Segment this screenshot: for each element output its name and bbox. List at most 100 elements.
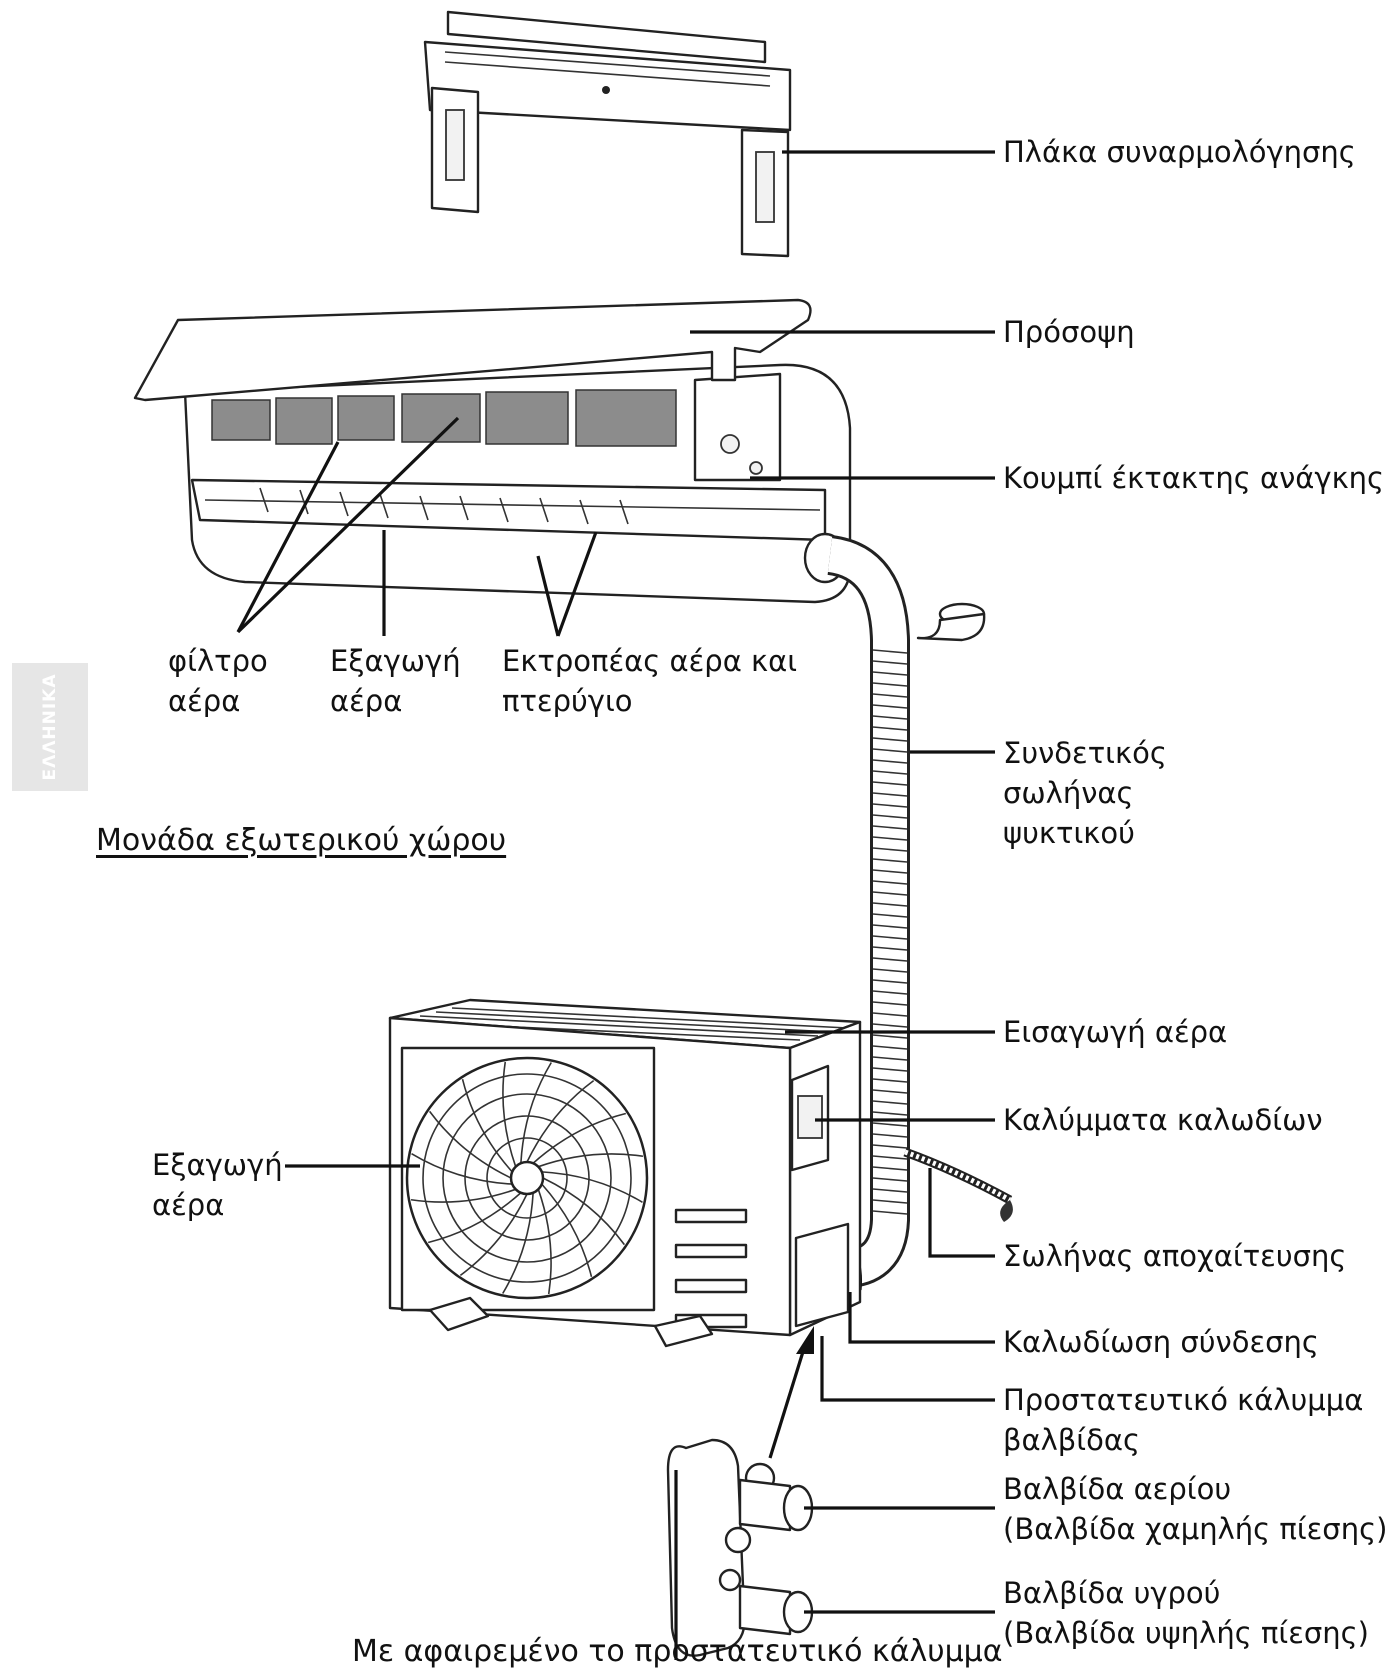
pipe-rib [872,924,908,929]
label-gas-valve-1: Βαλβίδα αερίου [1003,1472,1232,1506]
fan-grille [405,1056,649,1300]
label-refrigerant-pipe-3: ψυκτικού [1003,816,1135,850]
pipe-rib [872,814,908,819]
label-air-filter-1: φίλτρο [168,644,268,678]
pipe-rib [872,1067,908,1072]
pipe-rib [872,1188,908,1193]
pipe-rib [872,1199,908,1204]
pipe-rib [872,1111,908,1116]
pipe-rib [872,715,908,720]
label-cable-covers: Καλύμματα καλωδίων [1003,1103,1323,1137]
label-valve-cover-2: βαλβίδας [1003,1423,1140,1457]
label-deflector-1: Εκτροπέας αέρα και [502,644,798,678]
pipe-rib [872,1155,908,1160]
pipe-rib [872,704,908,709]
fan-ring [442,1093,612,1263]
fan-spoke [541,1171,643,1203]
valve-closeup-drawing [666,1438,814,1660]
label-mounting-plate: Πλάκα συναρμολόγησης [1003,135,1356,169]
leader-lines [236,150,995,1614]
pipe-rib [872,935,908,940]
fan-spoke [502,1061,517,1167]
indoor-unit-drawing [133,298,852,604]
pipe-rib [872,880,908,885]
pipe-rib [872,836,908,841]
fan-spoke [526,1079,595,1163]
pipe-rib [872,660,908,665]
pipe-rib [872,1023,908,1028]
pipe-rib [872,891,908,896]
pipe-rib [872,847,908,852]
label-connection-wiring: Καλωδίωση σύνδεσης [1003,1325,1319,1359]
fan-spoke [541,1183,593,1278]
pipe-rib [872,1100,908,1105]
fan-spoke [461,1078,513,1173]
fan-ring [422,1073,632,1283]
fan-spoke [427,1192,522,1244]
outdoor-unit-drawing [388,998,862,1348]
label-front-panel: Πρόσοψη [1003,315,1135,349]
label-indoor-air-outlet-1: Εξαγωγή [330,644,461,678]
label-emergency-button: Κουμπί έκτακτης ανάγκης [1003,461,1385,495]
pipe-rib [872,726,908,731]
fan-ring [464,1115,590,1241]
pipe-rib [872,693,908,698]
pipe-rib [872,671,908,676]
pipe-rib [872,770,908,775]
fan-spoke [428,1110,512,1179]
pipe-rib [872,1122,908,1127]
label-valve-cover-1: Προστατευτικό κάλυμμα [1003,1383,1364,1417]
pipe-rib [872,781,908,786]
pipe-rib [872,1166,908,1171]
label-drain-hose: Σωλήνας αποχαίτευσης [1003,1239,1347,1273]
label-air-inlet: Εισαγωγή αέρα [1003,1015,1228,1049]
fan-spoke [502,1192,534,1294]
label-deflector-2: πτερύγιο [502,684,633,718]
label-liquid-valve-2: (Βαλβίδα υψηλής πίεσης) [1003,1616,1369,1650]
pipe-rib [872,957,908,962]
pipe-rib [872,803,908,808]
pipe-rib [872,1089,908,1094]
pipe-rib [872,825,908,830]
fan-ring [486,1137,568,1219]
language-tab: ΕΛΛΗΝΙΚΑ [12,663,88,791]
air-filter-panels [211,389,677,447]
label-refrigerant-pipe-2: σωλήνας [1003,776,1134,810]
fan-spoke [459,1193,528,1277]
pipe-rib [872,649,908,654]
pipe-rib [872,858,908,863]
fan-spoke [411,1153,513,1185]
label-air-filter-2: αέρα [168,684,241,718]
pipe-rib [872,869,908,874]
pipe-rib [872,1034,908,1039]
pipe-rib [872,1045,908,1050]
pipe-rib [872,968,908,973]
pipe-rib [872,759,908,764]
label-outdoor-air-outlet-1: Εξαγωγή [152,1148,283,1182]
pipe-rib [872,737,908,742]
pipe-rib [872,1144,908,1149]
fan-spoke [520,1062,552,1164]
pipe-rib [872,1210,908,1215]
label-liquid-valve-1: Βαλβίδα υγρού [1003,1576,1221,1610]
fan-spoke [538,1153,644,1168]
label-outdoor-air-outlet-2: αέρα [152,1188,225,1222]
caption: Με αφαιρεμένο το προστατευτικό κάλυμμα [352,1634,1003,1669]
fan-spoke [542,1177,626,1246]
pipe-rib [872,748,908,753]
pipe-rib [872,990,908,995]
language-tab-label: ΕΛΛΗΝΙΚΑ [40,673,60,781]
fan-spoke [537,1189,552,1295]
pipe-rib [872,979,908,984]
pipe-rib [872,1177,908,1182]
pipe-rib [872,1056,908,1061]
pipe-rib [872,1133,908,1138]
pipe-rib [872,1012,908,1017]
pipe-rib [872,913,908,918]
pipe-rib [872,946,908,951]
pipe-rib [872,1078,908,1083]
section-title: Μονάδα εξωτερικού χώρου [96,823,507,858]
pipe-rib [872,902,908,907]
fan-spoke [532,1112,627,1164]
